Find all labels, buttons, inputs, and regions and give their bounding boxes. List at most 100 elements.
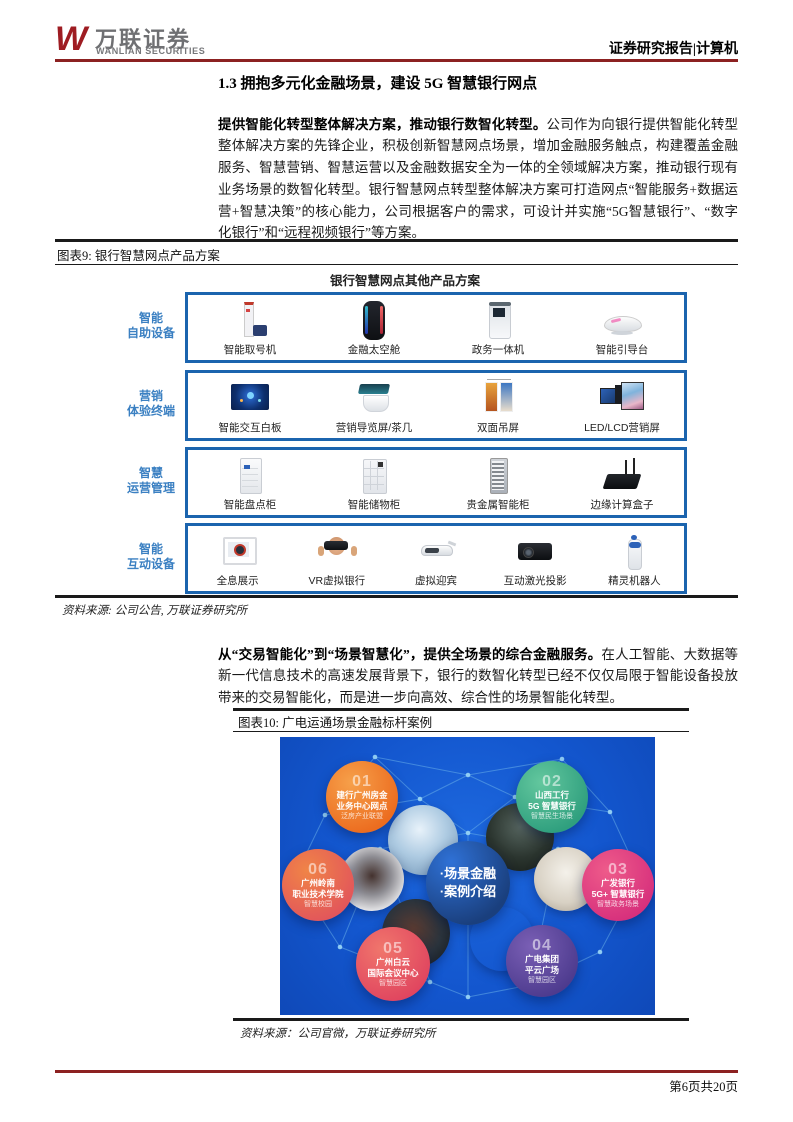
product-name: 边缘计算盒子 bbox=[590, 499, 654, 511]
case-bubble-01: 01 建行广州房金 业务中心网点 泛房产业联盟 bbox=[326, 761, 398, 833]
product-name: VR虚拟银行 bbox=[308, 575, 366, 587]
case-bubble-02: 02 山西工行 5G 智慧银行 智慧民生场景 bbox=[516, 761, 588, 833]
product-item: 智能取号机 bbox=[198, 300, 303, 357]
case-number: 03 bbox=[608, 861, 628, 878]
vr-headset-icon bbox=[314, 531, 360, 573]
product-item: 贵金属智能柜 bbox=[446, 455, 551, 512]
footer-divider bbox=[55, 1070, 738, 1073]
center-bubble-line1: ·场景金融 bbox=[439, 866, 497, 881]
row-label-line1: 智能 bbox=[138, 542, 163, 556]
double-sided-hanging-screen-icon bbox=[475, 378, 521, 420]
case-bubble-05: 05 广州白云 国际会议中心 智慧园区 bbox=[356, 927, 430, 1001]
row-label-line1: 智慧 bbox=[138, 466, 163, 480]
figure9-bottom-rule bbox=[55, 595, 738, 598]
product-name: 营销导览屏/茶几 bbox=[335, 422, 413, 434]
case-subtitle: 智慧校园 bbox=[304, 901, 332, 908]
case-title: 职业技术学院 bbox=[292, 888, 344, 899]
figure9-row-marketing: 营销 体验终端 智能交互白板 营销导览屏/茶几 双面吊屏 LED/LCD营销屏 bbox=[120, 370, 690, 441]
case-subtitle: 泛房产业联盟 bbox=[341, 813, 383, 820]
header-divider bbox=[55, 59, 738, 62]
page-number: 第6页共20页 bbox=[669, 1080, 738, 1094]
figure9-row-operations: 智慧 运营管理 智能盘点柜 智能储物柜 贵金属智能柜 边缘计算盒子 bbox=[120, 447, 690, 518]
case-title: 广发银行 bbox=[600, 878, 635, 888]
figure9-caption: 图表9: 银行智慧网点产品方案 bbox=[57, 249, 220, 263]
row-label: 智能 互动设备 bbox=[120, 523, 182, 591]
product-item: 精灵机器人 bbox=[590, 531, 678, 588]
figure10-source: 资料来源：公司官微，万联证券研究所 bbox=[240, 1028, 436, 1040]
case-title: 山西工行 bbox=[534, 790, 569, 800]
product-name: 智能盘点柜 bbox=[223, 499, 277, 511]
figure10-image: 01 建行广州房金 业务中心网点 泛房产业联盟 02 山西工行 5G 智慧银行 … bbox=[280, 737, 655, 1015]
queue-ticket-machine-icon bbox=[227, 300, 273, 342]
edge-computing-box-icon bbox=[599, 455, 645, 497]
row-label: 营销 体验终端 bbox=[120, 370, 182, 438]
product-name: 精灵机器人 bbox=[608, 575, 661, 587]
row-label-line2: 体验终端 bbox=[126, 404, 175, 418]
case-bubble-03: 03 广发银行 5G+ 智慧银行 智慧政务场景 bbox=[582, 849, 654, 921]
case-title: 广电集团 bbox=[524, 954, 559, 964]
figure10-caption: 图表10: 广电运通场景金融标杆案例 bbox=[238, 716, 433, 730]
figure10-top-rule bbox=[233, 708, 689, 711]
case-title: 国际会议中心 bbox=[367, 967, 419, 978]
case-title: 广州白云 bbox=[375, 957, 410, 967]
product-name: 互动激光投影 bbox=[503, 575, 567, 587]
row-label-line1: 智能 bbox=[138, 311, 163, 325]
storage-locker-icon bbox=[351, 455, 397, 497]
product-name: LED/LCD营销屏 bbox=[584, 422, 660, 434]
figure9-row-self-service: 智能 自助设备 智能取号机 金融太空舱 政务一体机 智能引导台 bbox=[120, 292, 690, 363]
smart-guide-desk-icon bbox=[599, 300, 645, 342]
figure9-row-interactive: 智能 互动设备 全息展示 VR虚拟银行 虚拟迎宾 互动激光投影 精灵机器人 bbox=[120, 523, 690, 594]
row-box: 智能取号机 金融太空舱 政务一体机 智能引导台 bbox=[185, 292, 687, 363]
paragraph-1-lead: 提供智能化转型整体解决方案，推动银行数智化转型。 bbox=[218, 116, 547, 132]
paragraph-2-body: 在人工智能、大数据等新一代信息技术的高速发展背景下，银行的数智化转型已经不仅仅局… bbox=[218, 646, 739, 706]
product-item: 虚拟迎宾 bbox=[392, 531, 480, 588]
case-title: 平云广场 bbox=[524, 964, 559, 975]
paragraph-1-body: 公司作为向银行提供智能化转型整体解决方案的先锋企业，积极创新智慧网点场景，增加金… bbox=[218, 116, 739, 241]
product-name: 政务一体机 bbox=[471, 344, 525, 356]
paragraph-2-lead: 从“交易智能化”到“场景智慧化”，提供全场景的综合金融服务。 bbox=[218, 646, 602, 662]
laser-projector-icon bbox=[512, 531, 558, 573]
case-title: 广州岭南 bbox=[300, 878, 335, 888]
product-item: 金融太空舱 bbox=[322, 300, 427, 357]
figure9-diagram: 银行智慧网点其他产品方案 智能 自助设备 智能取号机 金融太空舱 政务一体机 智… bbox=[120, 270, 690, 596]
case-number: 06 bbox=[308, 861, 328, 878]
marketing-table-screen-icon bbox=[351, 378, 397, 420]
case-title: 建行广州房金 bbox=[336, 790, 388, 800]
row-box: 智能交互白板 营销导览屏/茶几 双面吊屏 LED/LCD营销屏 bbox=[185, 370, 687, 441]
paragraph-2: 从“交易智能化”到“场景智慧化”，提供全场景的综合金融服务。在人工智能、大数据等… bbox=[218, 644, 738, 709]
case-number: 04 bbox=[532, 937, 552, 954]
product-name: 智能交互白板 bbox=[218, 422, 282, 434]
case-subtitle: 智慧园区 bbox=[379, 980, 407, 987]
product-item: 双面吊屏 bbox=[446, 378, 551, 435]
holographic-display-icon bbox=[215, 531, 261, 573]
case-bubble-06: 06 广州岭南 职业技术学院 智慧校园 bbox=[282, 849, 354, 921]
product-item: 政务一体机 bbox=[446, 300, 551, 357]
elf-robot-icon bbox=[611, 531, 657, 573]
product-name: 双面吊屏 bbox=[477, 422, 519, 434]
logo-chinese-name: 万联证券 bbox=[95, 27, 192, 52]
case-title: 业务中心网点 bbox=[336, 800, 388, 811]
figure10-bottom-rule bbox=[233, 1018, 689, 1021]
product-item: 智能交互白板 bbox=[198, 378, 303, 435]
row-label-line2: 自助设备 bbox=[126, 326, 175, 340]
product-name: 金融太空舱 bbox=[347, 344, 401, 356]
product-item: 智能盘点柜 bbox=[198, 455, 303, 512]
section-heading: 1.3 拥抱多元化金融场景，建设 5G 智慧银行网点 bbox=[218, 76, 538, 92]
finance-space-capsule-icon bbox=[351, 300, 397, 342]
product-item: LED/LCD营销屏 bbox=[570, 378, 675, 435]
center-bubble-line2: ·案例介绍 bbox=[439, 884, 497, 899]
inventory-cabinet-icon bbox=[227, 455, 273, 497]
case-subtitle: 智慧民生场景 bbox=[531, 813, 573, 820]
row-box: 智能盘点柜 智能储物柜 贵金属智能柜 边缘计算盒子 bbox=[185, 447, 687, 518]
product-item: 全息展示 bbox=[194, 531, 282, 588]
ar-glasses-icon bbox=[413, 531, 459, 573]
product-item: 营销导览屏/茶几 bbox=[322, 378, 427, 435]
product-name: 智能引导台 bbox=[595, 344, 649, 356]
case-number: 05 bbox=[383, 940, 403, 957]
case-title: 5G 智慧银行 bbox=[528, 800, 576, 811]
case-number: 02 bbox=[542, 773, 562, 790]
logo-english-name: WANLIAN SECURITIES bbox=[96, 46, 206, 56]
product-item: 智能引导台 bbox=[570, 300, 675, 357]
precious-metal-cabinet-icon bbox=[475, 455, 521, 497]
